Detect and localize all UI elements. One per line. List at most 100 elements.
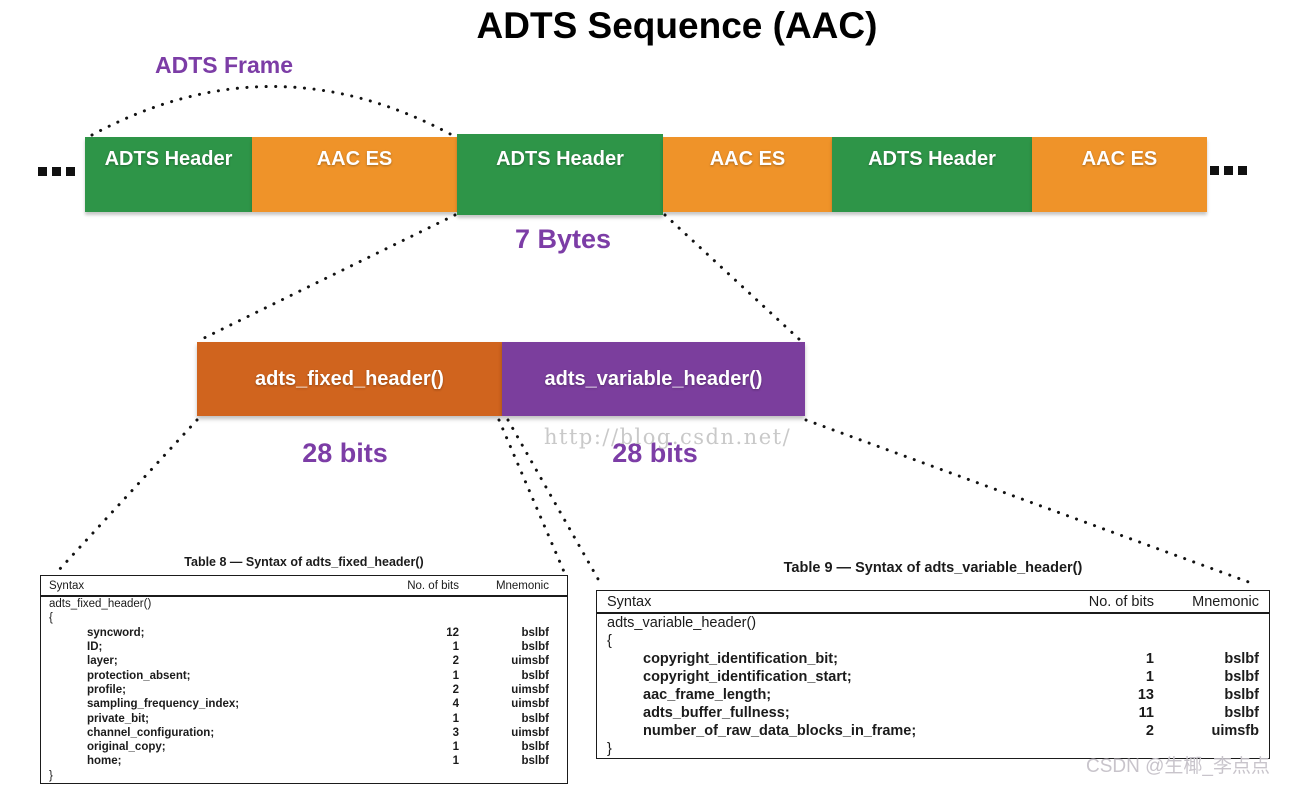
fixed-header-bits-label: 28 bits	[302, 438, 388, 468]
field-syntax: aac_frame_length;	[643, 687, 772, 703]
table-row: aac_frame_length; 13 bslbf	[597, 686, 1269, 704]
open-brace-row: {	[597, 632, 1269, 650]
dot	[66, 167, 75, 176]
syntax-table: Syntax No. of bits Mnemonic adts_variable_h…	[596, 590, 1270, 759]
function-name: adts_variable_header()	[607, 615, 757, 631]
column-header-mnemonic: Mnemonic	[1192, 593, 1259, 610]
seven-bytes-label: 7 Bytes	[514, 224, 612, 254]
table-row: protection_absent; 1 bslbf	[41, 668, 567, 682]
field-bits: 1	[1145, 669, 1154, 685]
column-header-bits: No. of bits	[407, 579, 459, 592]
adts-fixed-header-box: adts_fixed_header()	[197, 342, 502, 416]
close-brace-row: }	[597, 740, 1269, 758]
field-bits: 12	[446, 626, 459, 639]
seq-block-aac-es: AAC ES	[1032, 137, 1207, 212]
variable-header-box-label: adts_variable_header()	[544, 367, 763, 390]
page-title: ADTS Sequence (AAC)	[476, 5, 878, 46]
variable-header-bits-label: 28 bits	[612, 438, 698, 468]
field-bits: 1	[452, 669, 459, 682]
table-row: syncword; 12 bslbf	[41, 626, 567, 640]
field-syntax: home;	[87, 755, 122, 768]
field-mnemonic: bslbf	[1224, 669, 1259, 685]
function-name: adts_fixed_header()	[49, 598, 152, 611]
adts-variable-header-box: adts_variable_header()	[502, 342, 805, 416]
field-mnemonic: bslbf	[521, 669, 549, 682]
field-mnemonic: uimsbf	[511, 655, 549, 668]
field-mnemonic: bslbf	[1224, 705, 1259, 721]
dot	[38, 167, 47, 176]
dot	[1238, 166, 1247, 175]
field-syntax: adts_buffer_fullness;	[643, 705, 790, 721]
seq-block-aac-es: AAC ES	[252, 137, 457, 212]
fixed-table-left-connector	[56, 418, 199, 573]
function-name-row: adts_fixed_header()	[41, 597, 567, 611]
field-bits: 1	[1145, 651, 1154, 667]
blog-url-watermark: http://blog.csdn.net/	[544, 425, 792, 449]
column-header-bits: No. of bits	[1088, 593, 1154, 610]
field-mnemonic: bslbf	[521, 626, 549, 639]
field-mnemonic: bslbf	[521, 755, 549, 768]
field-bits: 2	[452, 683, 459, 696]
field-mnemonic: uimsbf	[511, 683, 549, 696]
field-bits: 13	[1137, 687, 1154, 703]
open-brace: {	[49, 612, 53, 625]
field-syntax: syncword;	[87, 626, 145, 639]
header-right-connector	[663, 213, 802, 342]
ellipsis-left-icon	[38, 167, 75, 176]
column-header-syntax: Syntax	[607, 593, 652, 610]
field-mnemonic: uimsfb	[1211, 723, 1259, 739]
seq-block-label: ADTS Header	[104, 148, 233, 170]
seq-block-label: AAC ES	[1081, 148, 1158, 170]
open-brace-row: {	[41, 611, 567, 625]
open-brace: {	[607, 633, 612, 649]
field-mnemonic: bslbf	[1224, 651, 1259, 667]
field-syntax: protection_absent;	[87, 669, 191, 682]
field-syntax: channel_configuration;	[87, 726, 215, 739]
field-bits: 2	[452, 655, 459, 668]
field-bits: 1	[452, 641, 459, 654]
field-syntax: profile;	[87, 683, 126, 696]
csdn-credit-watermark: CSDN @生椰_李点点	[1086, 756, 1270, 777]
header-left-connector	[198, 213, 457, 342]
table-title: Table 8 — Syntax of adts_fixed_header()	[184, 555, 424, 569]
close-brace: }	[49, 769, 53, 782]
table-row: profile; 2 uimsbf	[41, 683, 567, 697]
field-bits: 2	[1145, 723, 1154, 739]
field-syntax: copyright_identification_bit;	[643, 651, 838, 667]
close-brace-row: }	[41, 769, 567, 783]
seq-block-adts-header: ADTS Header	[832, 137, 1032, 212]
field-mnemonic: bslbf	[1224, 687, 1259, 703]
table-header-row: Syntax No. of bits Mnemonic	[597, 591, 1269, 614]
dot	[52, 167, 61, 176]
function-name-row: adts_variable_header()	[597, 614, 1269, 632]
field-mnemonic: uimsbf	[511, 698, 549, 711]
close-brace: }	[607, 741, 612, 757]
field-syntax: original_copy;	[87, 741, 166, 754]
table-title: Table 9 — Syntax of adts_variable_header…	[783, 560, 1083, 576]
field-bits: 1	[452, 741, 459, 754]
seq-block-label: AAC ES	[316, 148, 393, 170]
adts-sequence-row: ADTS Header AAC ES ADTS Header AAC ES ADTS H…	[85, 134, 1207, 215]
field-bits: 4	[452, 698, 459, 711]
field-bits: 1	[452, 712, 459, 725]
field-syntax: ID;	[87, 641, 103, 654]
table-row: copyright_identification_bit; 1 bslbf	[597, 650, 1269, 668]
field-syntax: private_bit;	[87, 712, 149, 725]
fixed-header-box-label: adts_fixed_header()	[255, 367, 444, 390]
seq-block-label: ADTS Header	[496, 148, 624, 170]
syntax-table-variable-header: Table 9 — Syntax of adts_variable_header…	[596, 560, 1270, 759]
syntax-table-fixed-header: Table 8 — Syntax of adts_fixed_header() S…	[40, 555, 568, 784]
frame-arc-connector	[90, 85, 454, 137]
field-bits: 1	[452, 755, 459, 768]
